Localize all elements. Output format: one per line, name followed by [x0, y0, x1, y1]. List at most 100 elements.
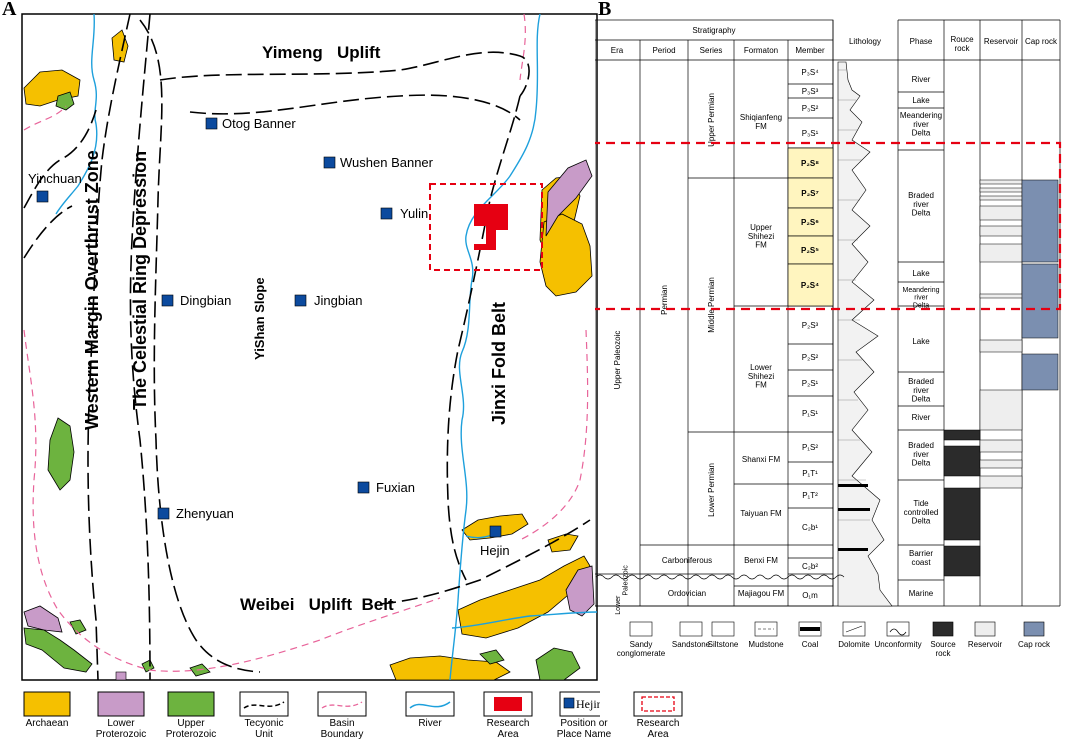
period-carboniferous: Carboniferous [662, 556, 712, 565]
member-p2s4: P₂S⁴ [801, 281, 819, 290]
phase-1: Lake [912, 96, 930, 105]
member-p2s8: P₂S⁸ [801, 159, 819, 168]
legend-research-label: Research Area [486, 718, 530, 740]
legend-research-box-label: Research Area [636, 718, 680, 740]
series-upper-permian: Upper Permian [707, 93, 716, 147]
map-legend: Hejin [23, 691, 600, 717]
reservoir-blocks [979, 179, 1023, 489]
region-yishan: YiShan Slope [252, 277, 267, 360]
member-p3s4: P₃S⁴ [801, 68, 819, 77]
member-p2s5: P₂S⁵ [801, 246, 819, 255]
label-yulin: Yulin [400, 206, 428, 221]
hdr-series: Series [700, 46, 723, 55]
legend-lower-prot-swatch [97, 691, 145, 717]
basin-boundary [23, 13, 589, 672]
member-c2b1: C₂b¹ [802, 523, 818, 532]
litho-legend-8: Reservoir [967, 640, 1003, 649]
litho-legend-6: Unconformity [874, 640, 922, 649]
legend-archaean-swatch [23, 691, 71, 717]
member-p2s6: P₂S⁶ [801, 218, 819, 227]
litho-legend-0: Sandy conglomerate [616, 640, 666, 658]
hdr-member: Member [795, 46, 825, 55]
hdr-era: Era [611, 46, 624, 55]
tectonic-boundaries [23, 13, 591, 681]
legend-archaean-label: Archaean [25, 718, 69, 729]
hdr-period: Period [652, 46, 675, 55]
upper-proterozoic-outcrops [23, 91, 581, 681]
panel-a-map: Otog Banner Wushen Banner Yinchuan Yulin… [21, 13, 600, 717]
hdr-reservoir: Reservoir [984, 37, 1019, 46]
phase-4: Lake [912, 269, 930, 278]
hdr-stratigraphy: Stratigraphy [692, 26, 735, 35]
label-yinchuan: Yinchuan [28, 171, 82, 186]
phase-12: Marine [909, 589, 934, 598]
cap-rock-blocks [1021, 179, 1059, 391]
map-frame [21, 13, 598, 681]
member-p1t1: P₁T¹ [802, 469, 818, 478]
litho-legend-9: Cap rock [1017, 640, 1050, 649]
region-jinxi: Jinxi Fold Belt [489, 302, 509, 425]
region-yimeng: Yimeng Uplift [262, 43, 381, 62]
legend-upper-prot-swatch [167, 691, 215, 717]
legend-position-sample: Hejin [576, 697, 600, 711]
member-c2b2: C₂b² [802, 562, 818, 571]
period-ordovician: Ordovician [668, 589, 706, 598]
era-lower-paleozoic: LowerPaleozoic [615, 565, 630, 615]
member-p3s1: P₃S¹ [802, 129, 819, 138]
member-p1s1: P₁S¹ [802, 409, 818, 418]
unconformity-line [595, 574, 845, 580]
hdr-phase: Phase [910, 37, 933, 46]
legend-research-box-swatch [633, 691, 683, 717]
label-hejin: Hejin [480, 543, 510, 558]
member-o1m: O₁m [802, 591, 818, 600]
member-p2s7: P₂S⁷ [801, 189, 819, 198]
legend-basin-label: Basin Boundary [320, 718, 364, 740]
hdr-cap: Cap rock [1025, 37, 1058, 46]
member-p2s3: P₂S³ [802, 321, 819, 330]
legend-river-label: River [418, 718, 442, 729]
label-zhenyuan: Zhenyuan [176, 506, 234, 521]
litho-legend-2: Siltstone [707, 640, 739, 649]
label-wushen: Wushen Banner [340, 155, 434, 170]
research-area-box [429, 183, 543, 271]
phase-0: River [912, 75, 931, 84]
label-dingbian: Dingbian [180, 293, 231, 308]
legend-position-label: Position or Place Name [556, 718, 612, 740]
legend-position-swatch: Hejin [559, 691, 600, 717]
highlight-cells [787, 147, 834, 307]
formation-majiagou: Majiagou FM [738, 589, 785, 598]
legend-tectonic-swatch [239, 691, 289, 717]
litho-legend-1: Sandstone [671, 640, 711, 649]
lithology-log [837, 61, 893, 607]
stratigraphy-column: Stratigraphy Era Period Series Formaton … [595, 19, 1062, 637]
formation-shanxi: Shanxi FM [742, 455, 781, 464]
legend-research-swatch [483, 691, 533, 717]
legend-basin-swatch [317, 691, 367, 717]
label-fuxian: Fuxian [376, 480, 415, 495]
series-lower-permian: Lower Permian [707, 463, 716, 517]
research-area [474, 204, 508, 250]
phase-8: River [912, 413, 931, 422]
legend-river-swatch [405, 691, 455, 717]
legend-upper-prot-label: Upper Proterozoic [165, 718, 217, 740]
label-jingbian: Jingbian [314, 293, 362, 308]
member-p3s2: P₃S² [802, 104, 819, 113]
series-middle-permian: Middle Permian [707, 277, 716, 333]
phase-6: Lake [912, 337, 930, 346]
member-p3s3: P₃S³ [802, 87, 819, 96]
panel-b-letter: B [598, 0, 612, 20]
region-western-margin: Western Margin Overthrust Zone [82, 150, 102, 430]
place-markers [36, 117, 502, 538]
legend-labels: Archaean Lower Proterozoic Upper Protero… [0, 718, 640, 750]
litho-legend-5: Dolomite [838, 640, 870, 649]
